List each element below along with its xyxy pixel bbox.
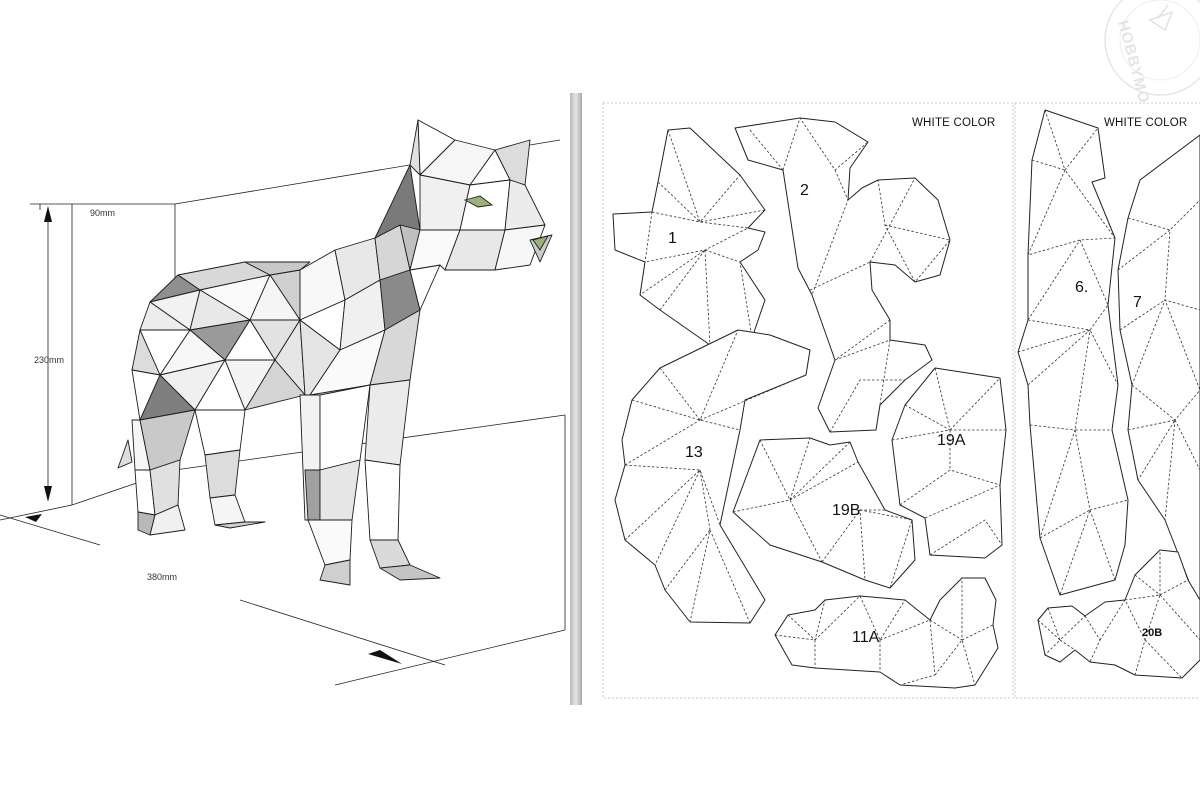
model-view: 90mm 230mm 380mm	[0, 119, 566, 686]
piece-19A-label: 19A	[937, 432, 966, 449]
sheet-1-header: WHITE COLOR	[912, 117, 995, 129]
piece-11A: 11A	[774, 577, 999, 689]
piece-1-label: 1	[668, 230, 677, 247]
piece-19A: 19A	[891, 367, 1007, 559]
piece-1: 1	[612, 127, 766, 346]
template-sheets: WHITE COLOR WHITE COLOR 1 2	[602, 102, 1200, 699]
piece-20B: 20B	[1037, 549, 1200, 679]
piece-2: 2	[734, 117, 951, 433]
crane-icon	[1148, 4, 1174, 32]
watermark-text: HOBBYMO	[1114, 19, 1153, 106]
piece-11A-label: 11A	[852, 629, 880, 646]
view-divider	[570, 93, 582, 705]
piece-19B: 19B	[732, 437, 916, 589]
hobbymo-watermark: HOBBYMO	[1104, 0, 1200, 106]
cat-eye	[532, 235, 549, 251]
sheet-borders	[602, 102, 1200, 699]
depth-dimension-label: 90mm	[90, 208, 115, 218]
low-poly-cat-model	[117, 119, 553, 586]
piece-13: 13	[614, 329, 811, 624]
piece-6: 6.	[1017, 109, 1129, 596]
piece-6-label: 6.	[1075, 279, 1088, 296]
piece-13-label: 13	[685, 444, 703, 461]
cat-eye	[463, 195, 494, 208]
length-dimension-label: 380mm	[147, 572, 177, 582]
piece-19B-label: 19B	[832, 502, 860, 519]
height-dimension-label: 230mm	[34, 355, 64, 365]
sheet-2-header: WHITE COLOR	[1104, 117, 1187, 129]
piece-20B-label: 20B	[1142, 627, 1162, 639]
piece-7: 7	[1117, 134, 1200, 611]
piece-2-label: 2	[800, 182, 809, 199]
piece-7-label: 7	[1133, 294, 1142, 311]
